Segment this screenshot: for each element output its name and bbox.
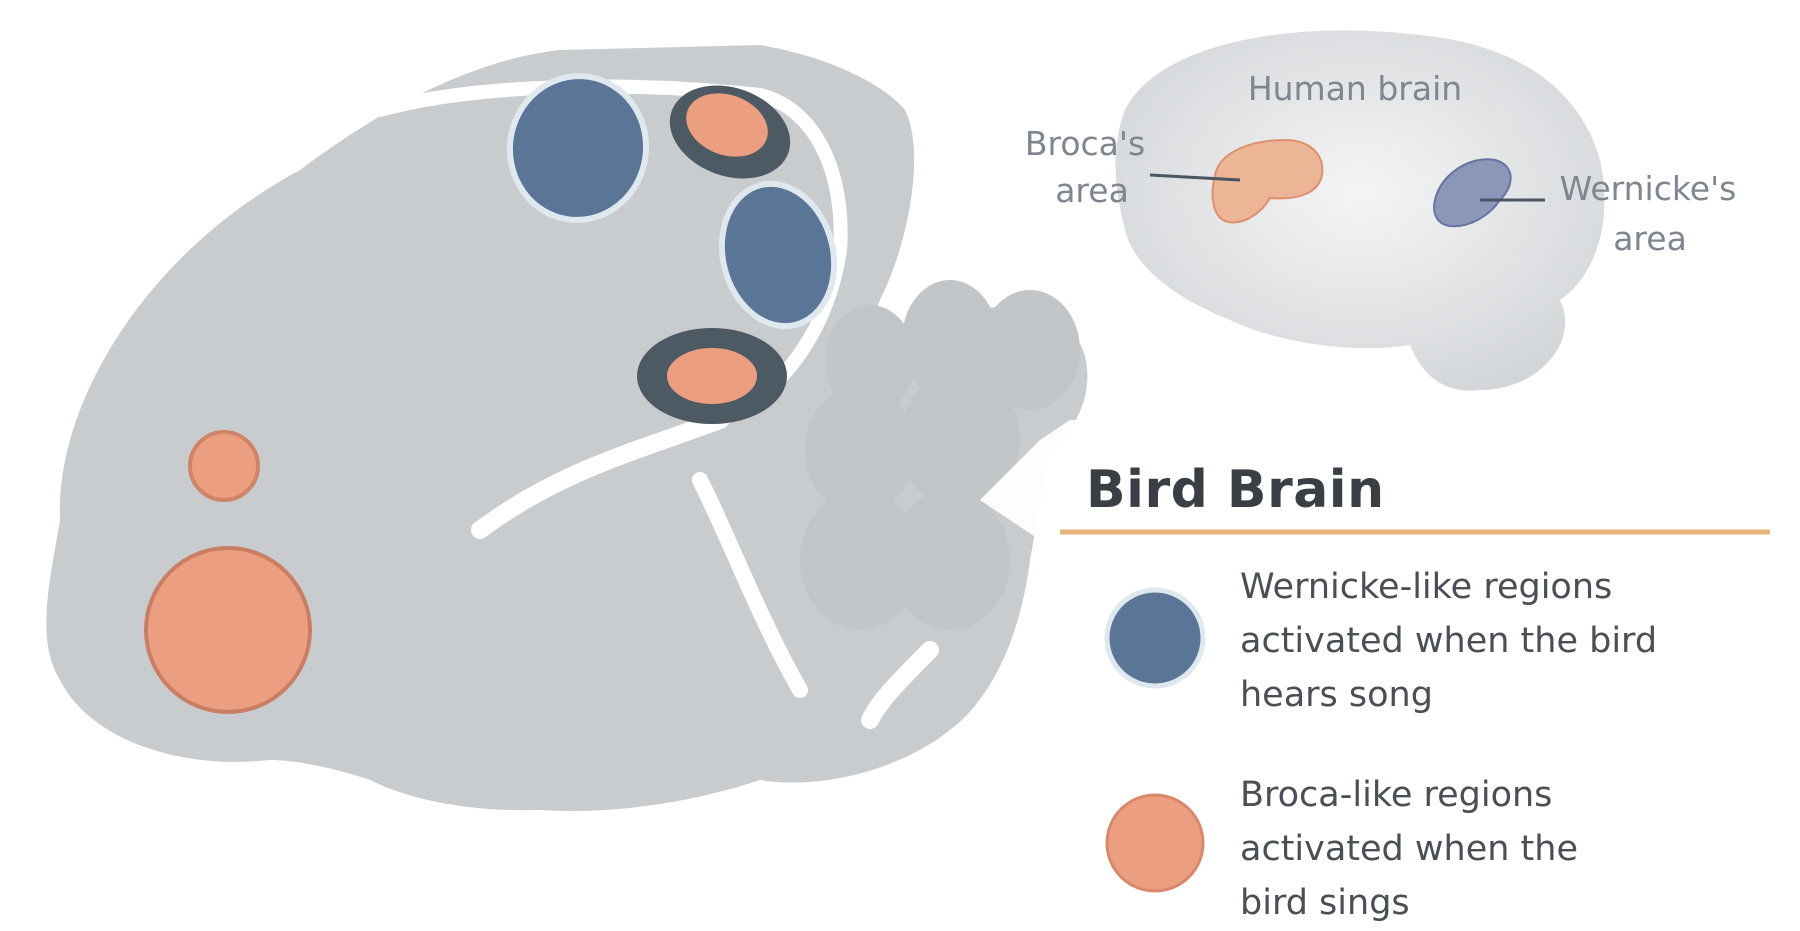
legend-wernicke-line3: hears song xyxy=(1240,668,1760,722)
broca-area-label-line2: area xyxy=(1055,171,1129,210)
legend-item-broca: Broca-like regions activated when the bi… xyxy=(1240,768,1760,930)
broca-region-4 xyxy=(146,548,310,712)
legend-wernicke-swatch xyxy=(1107,590,1203,686)
legend-broca-line3: bird sings xyxy=(1240,876,1760,930)
legend-item-wernicke: Wernicke-like regions activated when the… xyxy=(1240,560,1760,722)
human-brain-title: Human brain xyxy=(1248,69,1462,108)
wernicke-area-label-line1: Wernicke's xyxy=(1560,169,1737,208)
wernicke-area-label-line2: area xyxy=(1613,219,1687,258)
legend-wernicke-line1: Wernicke-like regions xyxy=(1240,560,1760,614)
bird-brain xyxy=(46,45,1087,811)
human-brain: Human brain Broca's area Wernicke's area xyxy=(1025,30,1737,390)
broca-region-3 xyxy=(190,432,258,500)
legend-broca-swatch xyxy=(1107,795,1203,891)
broca-region-2 xyxy=(667,348,757,404)
legend-broca-line2: activated when the xyxy=(1240,822,1760,876)
legend-broca-line1: Broca-like regions xyxy=(1240,768,1760,822)
broca-area-label-line1: Broca's xyxy=(1025,124,1145,163)
legend-title: Bird Brain xyxy=(1086,460,1385,520)
legend-wernicke-line2: activated when the bird xyxy=(1240,614,1760,668)
